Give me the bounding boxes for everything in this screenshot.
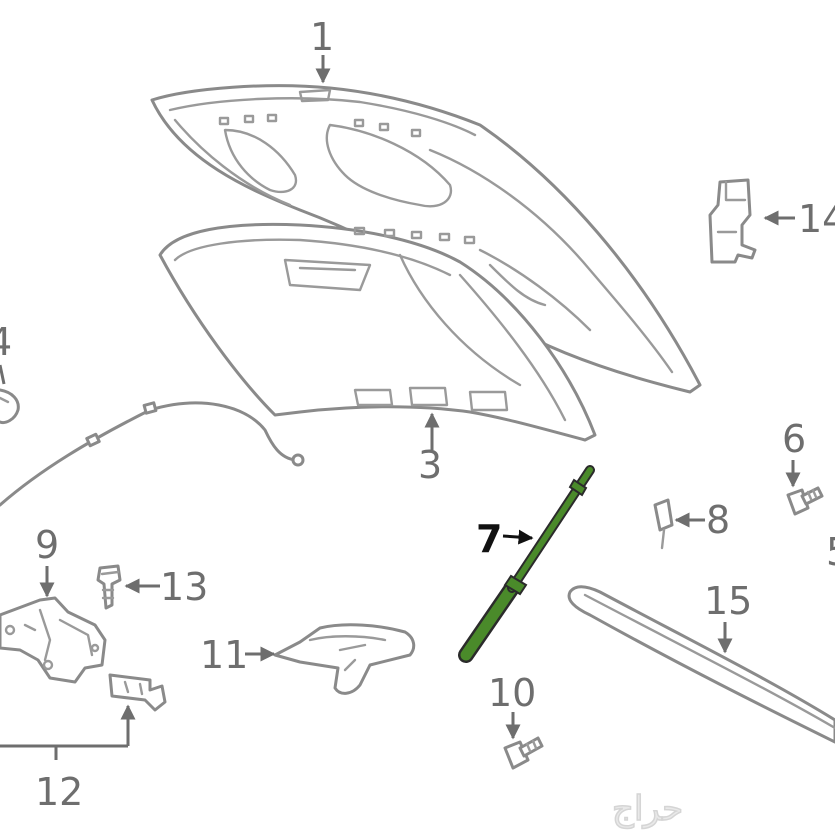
hood-outer-panel [150, 84, 702, 394]
callout-14-label: 14 [798, 197, 835, 241]
callout-6-label: 6 [782, 417, 806, 461]
callout-13-label: 13 [160, 565, 208, 609]
bolt-part-6 [786, 486, 824, 516]
callout-6: 6 [782, 417, 806, 488]
callout-10-label: 10 [488, 671, 536, 715]
gas-strut-part-7 [458, 465, 595, 663]
hood-hinge-part-11 [273, 623, 416, 695]
clip-part-4 [0, 388, 20, 424]
callout-12-label: 12 [35, 770, 83, 814]
callout-8: 8 [674, 498, 730, 542]
striker-part-12 [108, 673, 167, 712]
callout-3-label: 3 [418, 443, 442, 487]
callout-11: 11 [200, 633, 276, 677]
hood-release-cable [0, 401, 305, 507]
callout-5: 5 [826, 530, 835, 574]
latch-sensor-part-14 [708, 178, 757, 264]
callout-5-label: 5 [826, 530, 835, 574]
callout-15-label: 15 [704, 579, 752, 623]
callout-4-label: 4 [0, 320, 12, 364]
callout-10: 10 [488, 671, 536, 740]
callout-9: 9 [35, 523, 59, 598]
callout-1: 1 [310, 15, 334, 84]
callout-8-label: 8 [706, 498, 730, 542]
callout-7: 7 [476, 517, 534, 561]
weatherstrip-part-15 [567, 585, 835, 744]
watermark-text: حراج [612, 789, 683, 829]
callout-11-label: 11 [200, 633, 248, 677]
callout-14: 14 [763, 197, 835, 241]
callout-15: 15 [704, 579, 752, 654]
bolt-part-10 [503, 736, 544, 770]
bumper-part-8 [653, 498, 674, 550]
callout-7-label: 7 [476, 517, 502, 561]
callout-12: 12 [0, 704, 136, 814]
callout-3: 3 [418, 412, 442, 487]
push-pin-part-13 [96, 564, 122, 610]
callout-4: 4 [0, 320, 12, 385]
hood-latch-part-9 [0, 596, 107, 684]
watermark: حراج [611, 788, 684, 830]
callout-13: 13 [124, 565, 208, 609]
callout-9-label: 9 [35, 523, 59, 567]
callout-1-label: 1 [310, 15, 334, 59]
hood-inner-insulator [158, 222, 597, 442]
